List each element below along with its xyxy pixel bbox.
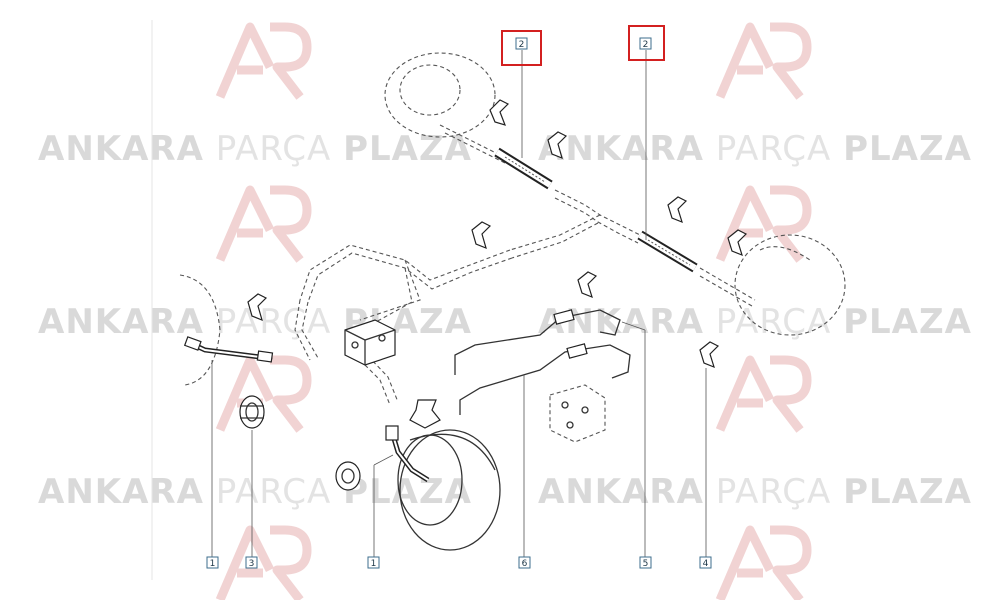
svg-text:ANKARA PARÇA PLAZA: ANKARA PARÇA PLAZA bbox=[38, 472, 472, 512]
callout-label: 5 bbox=[643, 559, 649, 569]
svg-text:ANKARA PARÇA PLAZA: ANKARA PARÇA PLAZA bbox=[538, 302, 972, 342]
svg-text:ANKARA PARÇA PLAZA: ANKARA PARÇA PLAZA bbox=[538, 129, 972, 169]
callout-clip-4[interactable]: 4 bbox=[699, 556, 712, 569]
clip bbox=[577, 271, 598, 299]
rear-left-wheel bbox=[384, 52, 496, 138]
callout-label: 1 bbox=[210, 559, 216, 569]
svg-text:ANKARA PARÇA PLAZA: ANKARA PARÇA PLAZA bbox=[538, 472, 972, 512]
highlight-frame bbox=[501, 30, 542, 66]
watermark-logo bbox=[215, 355, 312, 433]
watermark-word: PARÇA bbox=[716, 302, 832, 342]
pipe-6-path bbox=[459, 344, 631, 415]
callout-hose-1-front[interactable]: 1 bbox=[367, 556, 380, 569]
rear-left-brake-hose bbox=[494, 147, 553, 190]
watermark-word: ANKARA bbox=[38, 129, 204, 169]
callout-nut-3[interactable]: 3 bbox=[245, 556, 258, 569]
front-left-wheel-outline bbox=[179, 274, 221, 386]
watermark-word: PARÇA bbox=[716, 129, 832, 169]
watermark-word: PLAZA bbox=[843, 129, 972, 169]
front-right-nut bbox=[335, 461, 361, 491]
clip bbox=[247, 293, 268, 322]
callout-pipe-6[interactable]: 6 bbox=[518, 556, 531, 569]
watermark-logo bbox=[715, 355, 812, 433]
callout-label: 2 bbox=[643, 40, 649, 50]
clip bbox=[667, 196, 688, 224]
brake-valve-block bbox=[344, 319, 396, 366]
watermark-word: PLAZA bbox=[343, 129, 472, 169]
watermark-word: PLAZA bbox=[843, 472, 972, 512]
highlight-frame bbox=[628, 25, 665, 61]
callout-label: 4 bbox=[703, 559, 709, 569]
watermark-logo bbox=[215, 185, 312, 263]
watermark-text: ANKARA PARÇA PLAZA ANKARA PARÇA PLAZA AN… bbox=[38, 129, 972, 512]
watermark-logo bbox=[715, 525, 812, 600]
leader-lines bbox=[211, 50, 707, 557]
callout-hose-2-right[interactable]: 2 bbox=[639, 37, 652, 50]
abs-unit bbox=[549, 384, 606, 443]
clip bbox=[547, 131, 568, 160]
front-left-brake-hose bbox=[183, 336, 274, 363]
rear-right-wheel bbox=[734, 234, 846, 336]
watermark-word: PARÇA bbox=[216, 472, 332, 512]
wheels bbox=[179, 52, 846, 551]
clips bbox=[247, 99, 748, 369]
nut-part bbox=[239, 395, 265, 429]
watermark-word: PLAZA bbox=[843, 302, 972, 342]
callout-hose-2-left[interactable]: 2 bbox=[515, 37, 528, 50]
front-right-brake-hose bbox=[335, 425, 430, 491]
callout-label: 2 bbox=[519, 40, 525, 50]
svg-text:ANKARA PARÇA PLAZA: ANKARA PARÇA PLAZA bbox=[38, 129, 472, 169]
front-right-wheel bbox=[397, 429, 501, 551]
callout-hose-1-left[interactable]: 1 bbox=[206, 556, 219, 569]
rear-right-brake-hose bbox=[637, 230, 698, 273]
clip bbox=[727, 229, 748, 257]
clip-4-part bbox=[699, 341, 720, 369]
clip bbox=[471, 221, 492, 250]
watermark-word: PARÇA bbox=[216, 302, 332, 342]
watermark-word: ANKARA bbox=[538, 472, 704, 512]
callout-pipe-5[interactable]: 5 bbox=[639, 556, 652, 569]
metal-pipes bbox=[454, 309, 631, 415]
watermark-word: PLAZA bbox=[343, 472, 472, 512]
clip bbox=[489, 99, 510, 126]
watermark-word: PARÇA bbox=[216, 129, 332, 169]
watermark-logo bbox=[215, 22, 312, 100]
callout-label: 3 bbox=[249, 559, 255, 569]
watermark-logo bbox=[715, 22, 812, 100]
watermark-word: PARÇA bbox=[716, 472, 832, 512]
watermark-word: ANKARA bbox=[38, 472, 204, 512]
watermark-logo bbox=[215, 525, 312, 600]
watermark-word: ANKARA bbox=[38, 302, 204, 342]
bracket bbox=[409, 399, 441, 429]
callout-label: 6 bbox=[522, 559, 528, 569]
brake-line-route bbox=[294, 124, 756, 406]
callout-label: 1 bbox=[371, 559, 377, 569]
